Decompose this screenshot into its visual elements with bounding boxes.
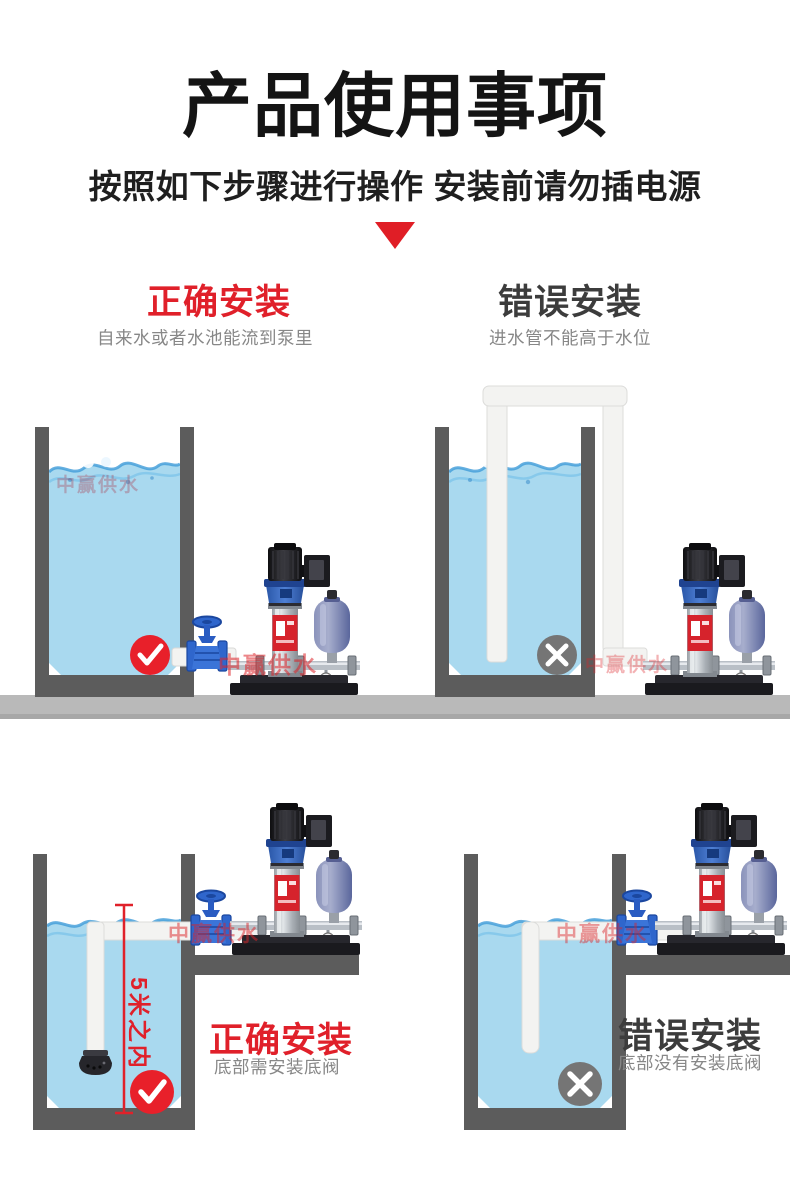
depth-note: 5米之内 [126,977,152,1071]
check-icon [130,1070,174,1114]
top-wrong-caption: 进水管不能高于水位 [489,328,651,348]
bottom-wrong-caption: 底部没有安装底阀 [618,1053,762,1073]
foot-valve-icon [79,1050,112,1075]
bottom-correct-diagram [33,802,363,1130]
watermark: 中赢供水 [218,652,318,678]
watermark: 中赢供水 [168,923,260,946]
page-subtitle: 按照如下步骤进行操作 安装前请勿插电源 [88,168,702,205]
page-title: 产品使用事项 [182,67,608,145]
watermark: 中赢供水 [585,655,670,676]
bottom-correct-label: 正确安装 [208,1021,354,1060]
bottom-wrong-diagram [464,802,790,1130]
tank-wall-right [581,427,595,697]
cross-icon [558,1062,602,1106]
well-bottom [33,1108,195,1130]
tank-wall-right [180,427,194,697]
tank-wall-left [435,427,449,697]
bottom-wrong-label: 错误安装 [617,1017,763,1056]
watermark: 中赢供水 [556,923,648,946]
well-bottom [464,1108,626,1130]
ground-platform [612,955,790,975]
top-wrong-diagram [435,385,776,697]
top-correct-label: 正确安装 [146,283,292,322]
tank-bottom [35,675,194,697]
well-wall-left [464,854,478,1130]
tank-bottom [435,675,595,697]
top-wrong-label: 错误安装 [497,283,643,322]
top-correct-caption: 自来水或者水池能流到泵里 [97,328,313,348]
water [49,463,180,675]
watermark: 中赢供水 [56,475,141,496]
check-icon [130,635,170,675]
depth-measure-line [115,903,133,1115]
tank-wall-left [35,427,49,697]
well-wall-right [181,854,195,1130]
ground-platform [181,955,359,975]
bottom-diagrams [33,802,790,1130]
over-top-pipe [482,385,648,667]
ground-floor [0,695,790,719]
water [478,919,612,1108]
top-correct-diagram [35,427,361,697]
well-wall-left [33,854,47,1130]
top-diagrams [0,385,790,719]
bottom-correct-caption: 底部需安装底阀 [214,1057,340,1077]
water [449,463,581,675]
down-triangle-icon [375,222,415,249]
cross-icon [537,635,577,675]
